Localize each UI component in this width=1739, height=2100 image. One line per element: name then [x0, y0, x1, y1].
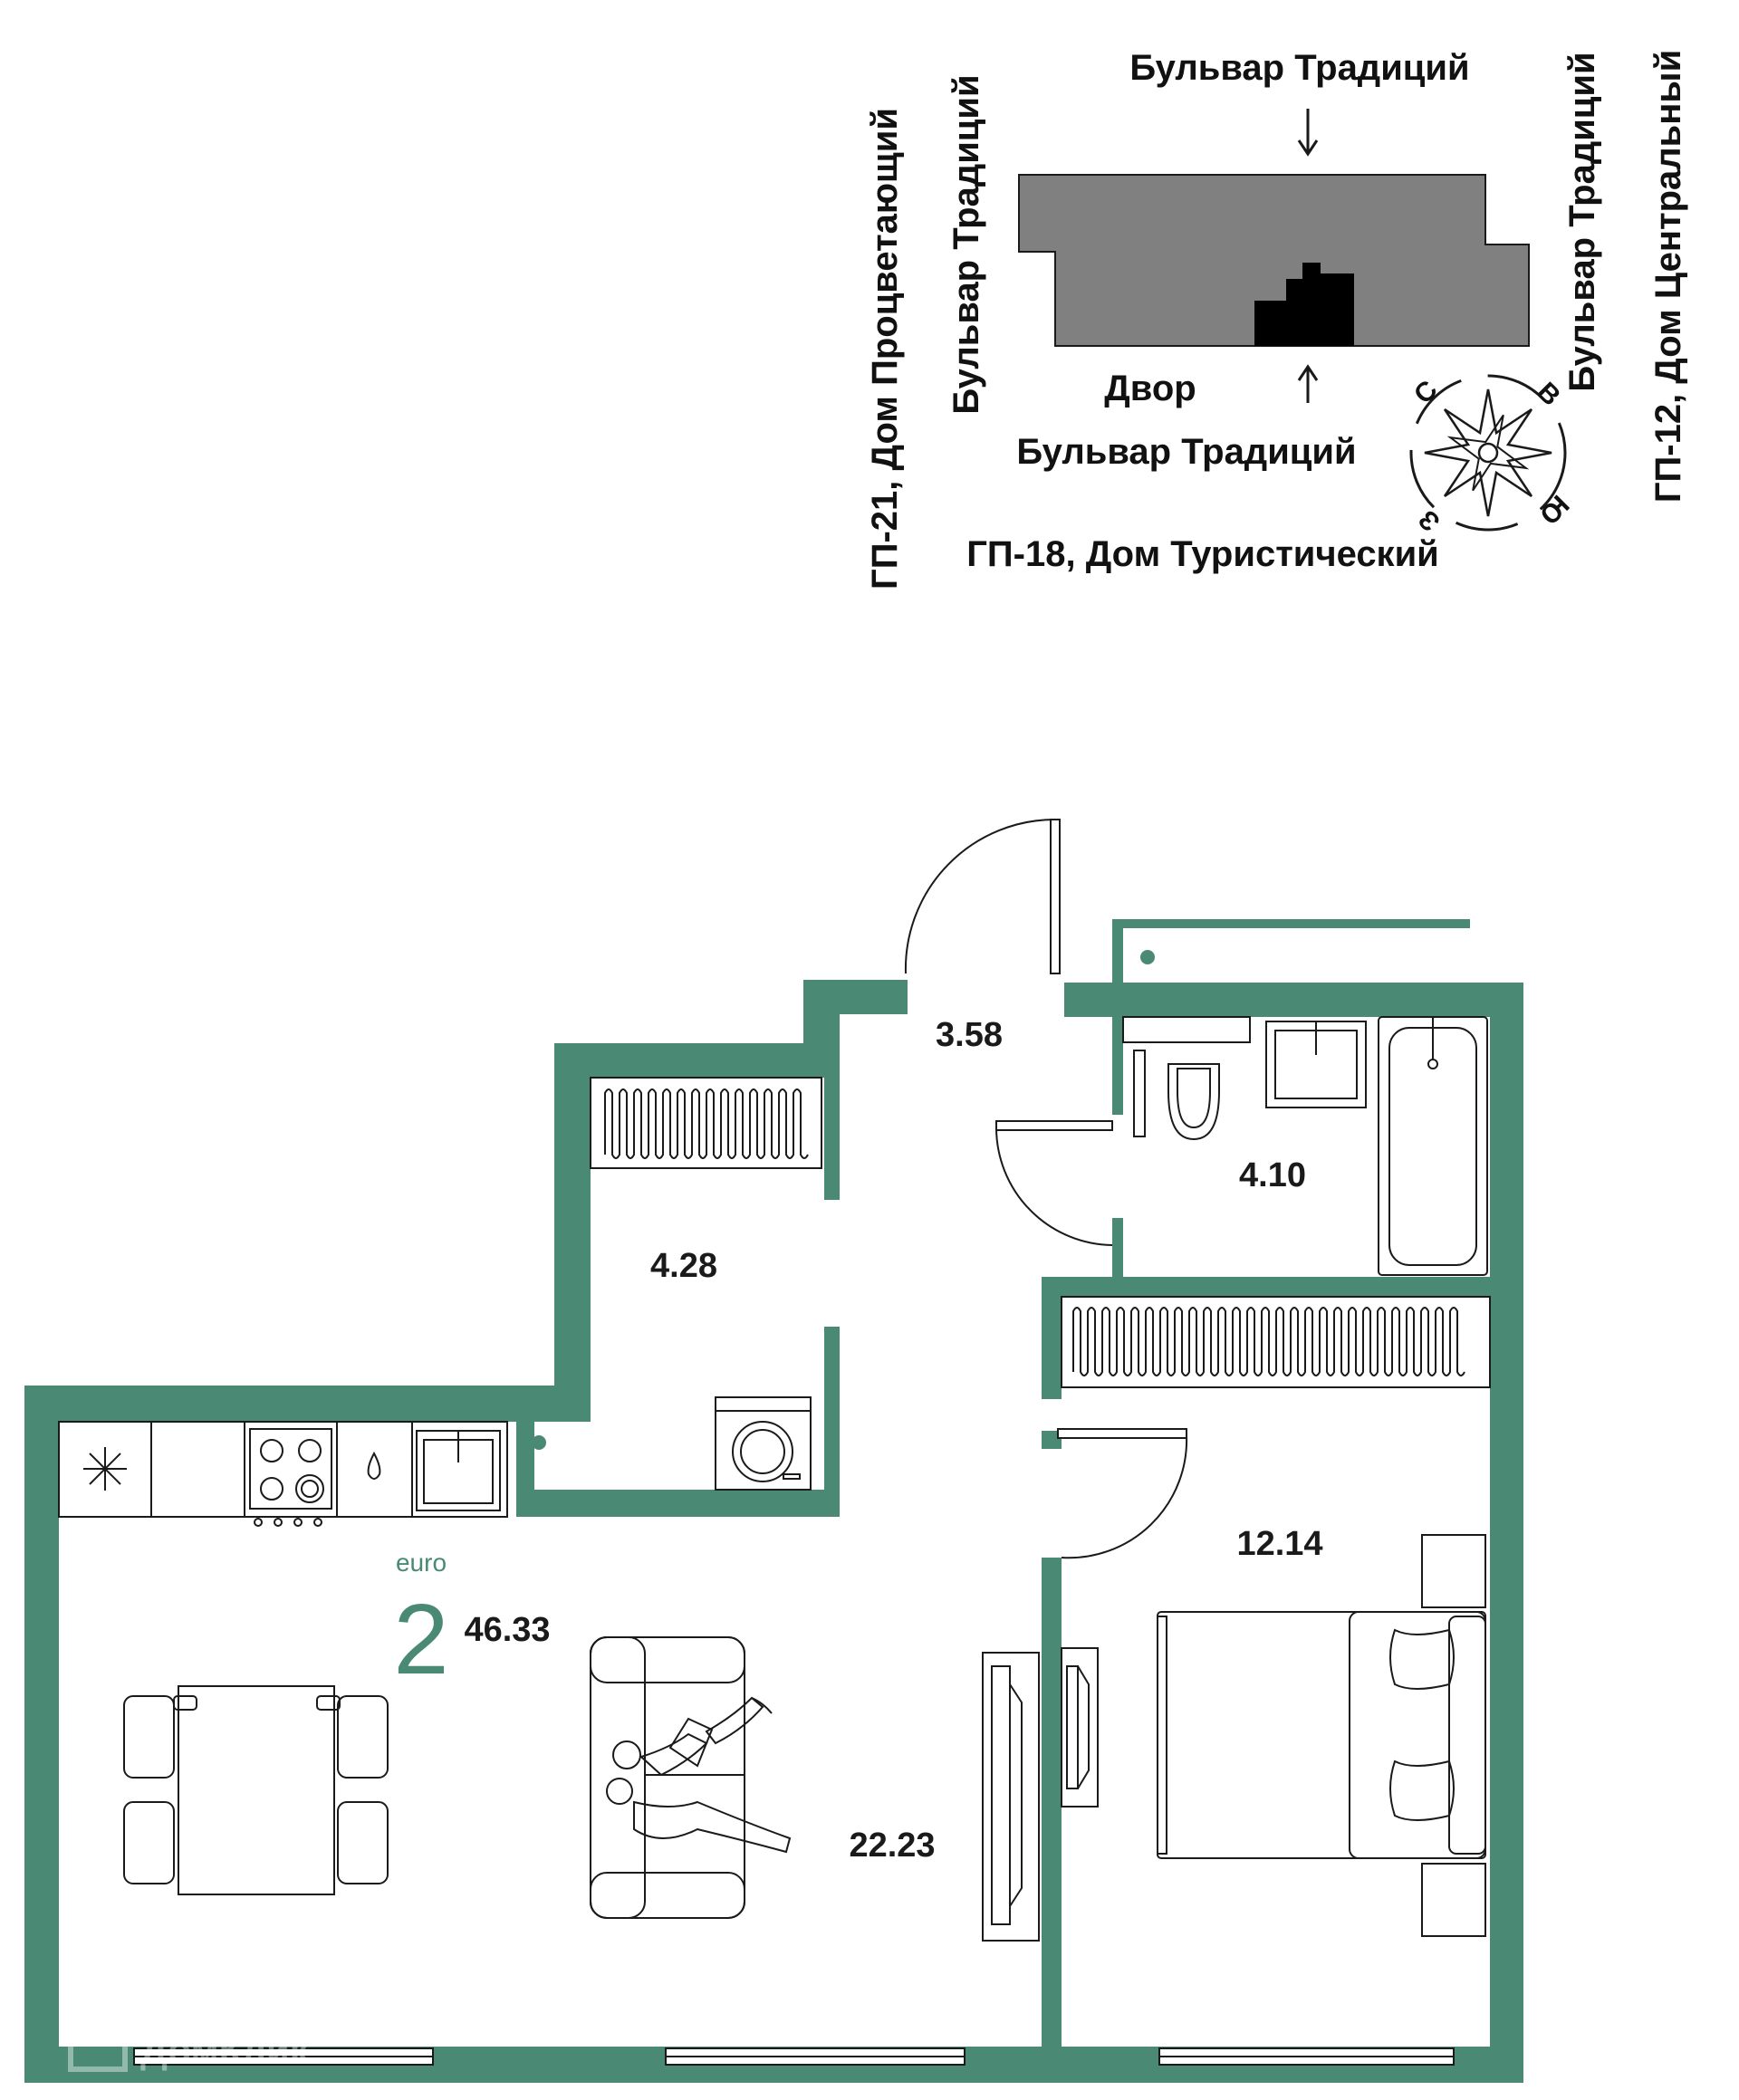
compass-north: С [1408, 375, 1444, 410]
tv-stand-living [982, 1652, 1040, 1942]
water-drop-icon [367, 1451, 381, 1480]
bathroom-fixtures [1122, 950, 1488, 1276]
street-top-label: Бульвар Традиций [1129, 48, 1469, 88]
house-logo-icon [68, 2007, 128, 2072]
area-storage: 4.28 [650, 1247, 717, 1285]
washing-machine-icon [715, 1396, 812, 1491]
building-footprint [1018, 174, 1530, 347]
street-bottom-label: Бульвар Традиций [1016, 432, 1356, 472]
neighbor-right-label: ГП-12, Дом Центральный [1648, 50, 1688, 503]
arrow-down-icon [1297, 109, 1319, 157]
arrow-up-icon [1297, 364, 1319, 403]
area-bathroom: 4.10 [1239, 1156, 1306, 1194]
street-left-label: Бульвар Традиций [946, 74, 986, 414]
bathroom-door [995, 1120, 1113, 1246]
stove-icon [249, 1428, 332, 1527]
total-area: 46.33 [464, 1611, 550, 1649]
washbasin-icon [1265, 1021, 1367, 1108]
compass-south: Ю [1533, 489, 1574, 530]
radiator-storage [590, 1077, 822, 1169]
area-bedroom: 12.14 [1236, 1525, 1322, 1563]
compass-west: З [1413, 503, 1446, 537]
windows [133, 2047, 1455, 2066]
area-living-kitchen: 22.23 [849, 1827, 935, 1865]
neighbor-bottom-label: ГП-18, Дом Туристический [966, 534, 1439, 574]
apartment-type-prefix: euro [396, 1549, 447, 1577]
neighbor-left-label: ГП-21, Дом Процветающий [865, 108, 905, 590]
dining-table [123, 1685, 389, 1895]
compass-east: В [1531, 377, 1566, 412]
bed-icon [1157, 1611, 1486, 1859]
riser-dot [1140, 950, 1155, 964]
site-plan: Бульвар Традиций Двор Бульвар Традиций Г… [865, 48, 1688, 590]
sink-icon [416, 1430, 501, 1511]
kitchen-counter [58, 1421, 508, 1527]
apartment-floor-plan: 3.58 4.10 4.28 12.14 22.23 euro 2 46.33 … [24, 819, 1523, 2083]
compass-rose-icon: С В Ю З [1408, 374, 1574, 537]
courtyard-label: Двор [1104, 369, 1196, 408]
snowflake-icon [83, 1447, 127, 1491]
watermark: ДомКлик [68, 2007, 310, 2072]
radiator-bedroom [1061, 1296, 1491, 1388]
street-right-label: Бульвар Традиций [1562, 52, 1602, 391]
bedroom-door [1057, 1428, 1188, 1559]
tv-bedroom [1061, 1647, 1099, 1808]
apartment-section-marker [1254, 263, 1354, 346]
bathtub-icon [1378, 1016, 1488, 1276]
watermark-text: ДомКлик [140, 2028, 310, 2071]
room-count: 2 [393, 1584, 448, 1695]
nightstand [1421, 1534, 1486, 1608]
entrance-door [904, 819, 1061, 974]
toilet-icon [1133, 1050, 1220, 1141]
nightstand [1421, 1863, 1486, 1937]
person-reading-icon [606, 1696, 792, 1854]
riser-dot [532, 1435, 546, 1450]
sofa-icon [590, 1636, 792, 1919]
area-hall: 3.58 [936, 1016, 1003, 1054]
